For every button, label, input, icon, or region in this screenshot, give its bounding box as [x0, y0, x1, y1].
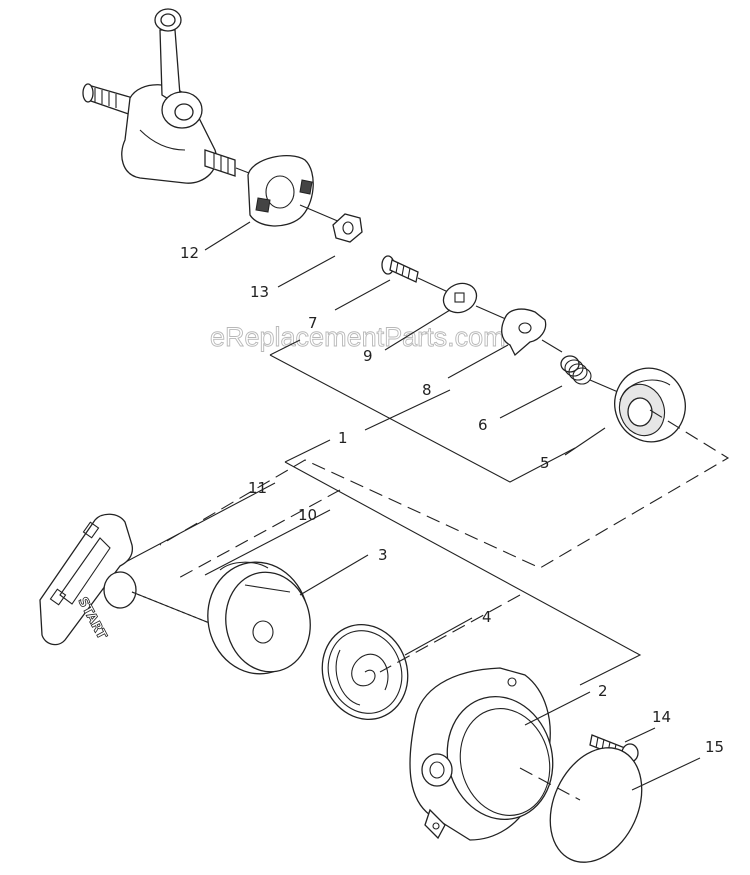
callout-12: 12 — [180, 244, 199, 262]
part-7-screw — [381, 255, 419, 283]
callout-4: 4 — [482, 608, 492, 626]
part-2-housing — [409, 667, 554, 841]
part-6-spring — [560, 355, 592, 385]
part-5-hub — [614, 367, 686, 443]
callout-5: 5 — [540, 454, 550, 472]
callout-13: 13 — [250, 283, 269, 301]
starter-handle: START — [39, 513, 137, 646]
part-13-nut — [332, 213, 363, 243]
crankshaft — [82, 8, 236, 184]
part-3-pulley — [207, 561, 311, 675]
starter-rope — [131, 591, 223, 629]
callout-15: 15 — [705, 738, 724, 756]
callout-3: 3 — [378, 546, 388, 564]
part-8-pawl — [501, 308, 547, 357]
callout-7: 7 — [308, 314, 318, 332]
part-9-washer — [442, 282, 478, 314]
callout-2: 2 — [598, 682, 608, 700]
callout-14: 14 — [652, 708, 671, 726]
callout-9: 9 — [363, 347, 373, 365]
callout-1: 1 — [338, 429, 348, 447]
part-12-plate — [247, 155, 314, 227]
callout-8: 8 — [422, 381, 432, 399]
part-15-disc — [549, 747, 643, 863]
part-4-spring — [321, 624, 409, 720]
watermark: eReplacementParts.com — [210, 322, 506, 352]
callout-6: 6 — [478, 416, 488, 434]
callout-11: 11 — [248, 479, 267, 497]
